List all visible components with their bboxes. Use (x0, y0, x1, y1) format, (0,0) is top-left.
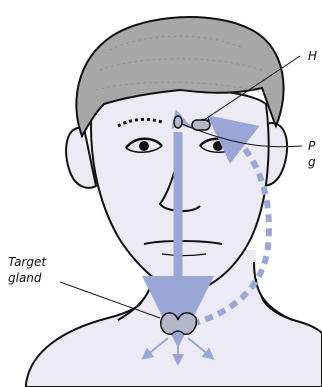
pituitary-shape (174, 116, 182, 128)
target-gland-label-line1: Target (8, 255, 47, 269)
pituitary-label-line1: P (308, 139, 316, 153)
target-gland-label-line2: gland (8, 271, 42, 285)
hypothalamus-label: H (308, 49, 317, 63)
pituitary-label-line2: g (308, 155, 316, 169)
